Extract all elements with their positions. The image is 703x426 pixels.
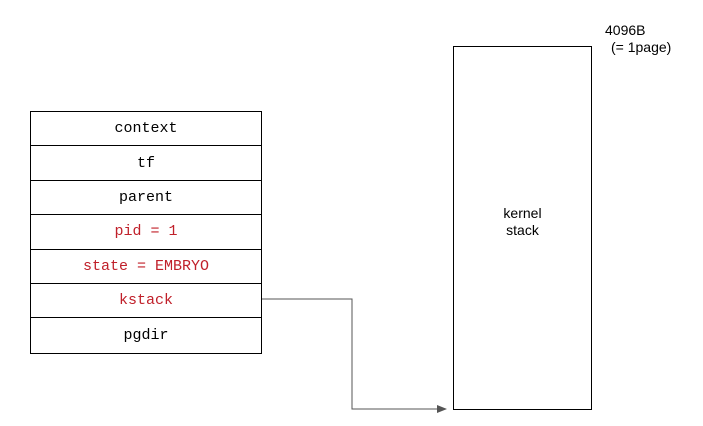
kernel-stack-label-line2: stack	[506, 222, 539, 238]
kernel-stack-label-line1: kernel	[503, 205, 542, 221]
field-kstack: kstack	[31, 284, 261, 319]
kstack-pointer-line	[262, 298, 447, 413]
field-state: state = EMBRYO	[31, 250, 261, 284]
page-size-label: 4096B (= 1page)	[605, 22, 671, 56]
field-parent: parent	[31, 181, 261, 216]
field-context: context	[31, 112, 261, 147]
field-pid: pid = 1	[31, 215, 261, 250]
kernel-stack-box	[453, 46, 592, 410]
field-pgdir: pgdir	[123, 327, 169, 345]
page-size-pages: (= 1page)	[611, 39, 672, 55]
proc-struct-table: context tf parent pid = 1 state = EMBRYO…	[30, 111, 262, 354]
page-size-bytes: 4096B	[605, 22, 646, 38]
field-tf: tf	[31, 146, 261, 181]
kernel-stack-label: kernel stack	[453, 205, 592, 239]
